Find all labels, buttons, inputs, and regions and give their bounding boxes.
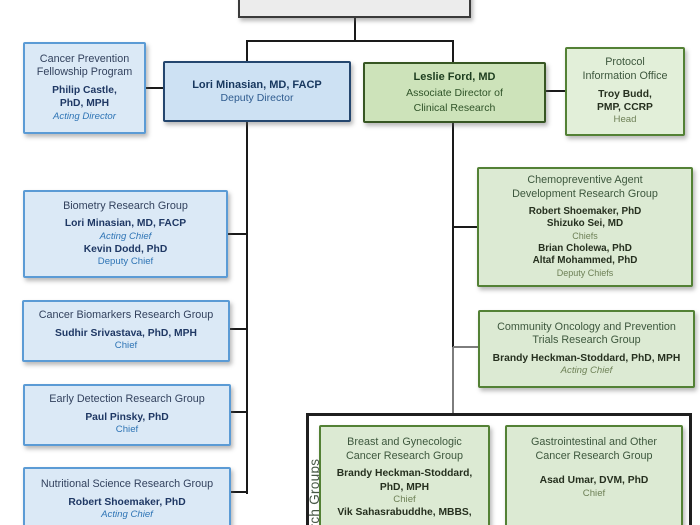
group-title: Chemopreventive Agent Development Resear… [512, 174, 658, 200]
biometry-box: Biometry Research Group Lori Minasian, M… [23, 190, 228, 278]
deputy-director-box: Lori Minasian, MD, FACP Deputy Director [163, 61, 351, 122]
person-role: Head [613, 114, 637, 126]
group-title: Protocol Information Office [582, 56, 668, 82]
breast-gyn-box: Breast and Gynecologic Cancer Research G… [319, 425, 490, 525]
connector-biomarkers [230, 328, 246, 330]
gastrointestinal-box: Gastrointestinal and Other Cancer Resear… [505, 425, 683, 525]
clinical-research-box: Leslie Ford, MD Associate Director of Cl… [363, 62, 546, 123]
person-role: Acting Chief [560, 365, 613, 377]
group-title: Community Oncology and Prevention Trials… [497, 320, 676, 347]
person-name: Brandy Heckman-Stoddard, PhD, MPH [492, 352, 681, 364]
connector-root-stub [354, 18, 356, 41]
early-detection-box: Early Detection Research Group Paul Pins… [23, 384, 231, 446]
person-name: Sudhir Srivastava, PhD, MPH [55, 327, 197, 339]
person-name: Lori Minasian, MD, FACP [64, 218, 187, 230]
person-name: Kevin Dodd, PhD [83, 243, 168, 255]
group-title: Biometry Research Group [63, 199, 188, 212]
research-groups-container [306, 413, 692, 525]
person-role: Chief [114, 340, 138, 352]
group-title: Cancer Biomarkers Research Group [38, 309, 214, 322]
connector-community [453, 346, 478, 348]
person-name: Troy Budd, PMP, CCRP [597, 88, 653, 113]
person-name: Robert Shoemaker, PhD [68, 496, 186, 508]
group-title: Nutritional Science Research Group [40, 478, 214, 491]
person-role: Chiefs [572, 231, 598, 242]
person-role: Deputy Chiefs [556, 268, 614, 279]
group-title: Cancer Prevention Fellowship Program [36, 52, 133, 79]
person-name: Philip Castle, PhD, MPH [52, 85, 117, 110]
spine-right-lower [452, 347, 454, 415]
person-name: Vik Sahasrabuddhe, MBBS, [337, 507, 472, 519]
person-role: Deputy Chief [97, 256, 154, 268]
connector-fellowship [146, 87, 163, 89]
group-title: Early Detection Research Group [49, 393, 205, 406]
fellowship-box: Cancer Prevention Fellowship Program Phi… [23, 42, 146, 134]
person-name: Paul Pinsky, PhD [85, 411, 169, 423]
person-role: Chief [582, 487, 606, 499]
person-role: Chief [393, 493, 416, 505]
spine-right [452, 122, 454, 347]
person-role: Acting Director [53, 110, 116, 122]
community-oncology-box: Community Oncology and Prevention Trials… [478, 310, 695, 388]
director-box [238, 0, 471, 18]
connector-top-bar [246, 40, 454, 42]
nutritional-box: Nutritional Science Research Group Rober… [23, 467, 231, 525]
person-role: Acting Chief [99, 230, 152, 242]
person-name: Brian Cholewa, PhD [538, 242, 632, 254]
person-role: Deputy Director [220, 91, 294, 104]
person-role: Acting Chief [101, 509, 153, 521]
connector-drop-left [246, 40, 248, 62]
connector-nutritional [231, 491, 246, 493]
chemopreventive-box: Chemopreventive Agent Development Resear… [477, 167, 693, 287]
connector-chemopreventive [453, 226, 477, 228]
protocol-office-box: Protocol Information Office Troy Budd, P… [565, 47, 685, 136]
person-name: Brandy Heckman-Stoddard, PhD, MPH [336, 468, 473, 493]
group-title: Breast and Gynecologic Cancer Research G… [345, 436, 464, 462]
person-role: Associate Director of Clinical Research [406, 87, 503, 114]
person-name: Lori Minasian, MD, FACP [192, 78, 322, 91]
connector-protocol [546, 90, 565, 92]
group-title: Gastrointestinal and Other Cancer Resear… [530, 436, 658, 462]
person-name: Altaf Mohammed, PhD [532, 255, 638, 267]
person-name: Asad Umar, DVM, PhD [539, 475, 649, 487]
connector-early-detection [231, 411, 246, 413]
person-name: Shizuko Sei, MD [546, 218, 624, 230]
spine-left [246, 121, 248, 494]
biomarkers-box: Cancer Biomarkers Research Group Sudhir … [22, 300, 230, 362]
person-name: Leslie Ford, MD [413, 71, 496, 84]
person-name: Robert Shoemaker, PhD [528, 205, 642, 217]
connector-biometry [228, 233, 246, 235]
connector-drop-right [452, 40, 454, 64]
person-role: Chief [115, 424, 139, 436]
